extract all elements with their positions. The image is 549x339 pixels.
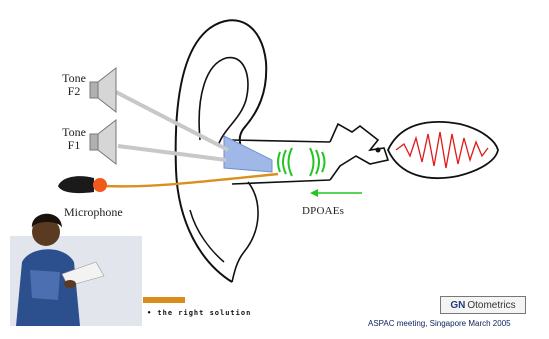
brand-mark: GN <box>450 300 465 311</box>
brand-logo: GN Otometrics <box>440 296 526 314</box>
caption-tag-bar <box>143 297 185 303</box>
footer-text: ASPAC meeting, Singapore March 2005 <box>368 319 511 328</box>
ossicle-joint <box>376 148 381 153</box>
ear-canal-top <box>232 140 330 142</box>
ear-lobe <box>190 210 224 262</box>
caption-text: • the right solution <box>147 309 251 317</box>
tone-f2-label-line2: F2 <box>54 85 94 98</box>
presenter-photo <box>10 214 142 326</box>
microphone-wire <box>104 174 278 186</box>
tone-f1-tube <box>118 146 226 160</box>
tone-f2-tube <box>116 92 228 150</box>
dpoaes-label: DPOAEs <box>302 205 344 217</box>
ear-canal-bottom <box>232 180 330 184</box>
tone-f1-label-line2: F1 <box>54 139 94 152</box>
emission-waves-icon <box>278 148 325 176</box>
microphone-label: Microphone <box>64 205 123 220</box>
ear-canal-wall <box>232 182 258 282</box>
brand-name: Otometrics <box>467 300 515 311</box>
dpoae-arrow-icon <box>310 189 362 197</box>
microphone-icon <box>58 176 107 193</box>
